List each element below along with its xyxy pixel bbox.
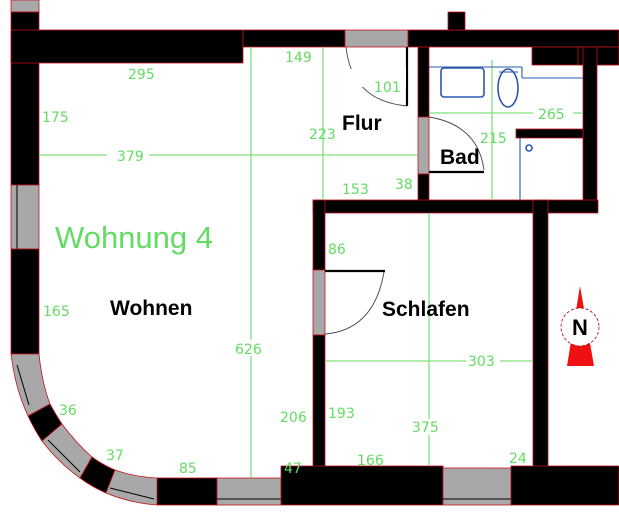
dim-schlafen-depth: 375 bbox=[412, 420, 439, 436]
room-labels: Wohnung 4 Wohnen Flur Bad Schlafen bbox=[55, 112, 480, 321]
shower-drain-icon bbox=[525, 144, 533, 152]
dim-flur-door-right: 101 bbox=[374, 80, 401, 96]
schlafen-door-swing bbox=[324, 271, 385, 335]
dim-schlafen-left-lower: 193 bbox=[328, 406, 355, 422]
dim-schlafen-width: 303 bbox=[468, 354, 495, 370]
dim-schlafen-bottom-left: 166 bbox=[357, 453, 384, 469]
flur-bad-wall-upper bbox=[417, 46, 430, 118]
dim-bad-width: 265 bbox=[538, 107, 565, 123]
flur-top-window bbox=[344, 29, 409, 48]
doors bbox=[324, 46, 485, 335]
curved-bay bbox=[10, 353, 158, 506]
wohnen-schlafen-wall-lower bbox=[312, 334, 326, 479]
dim-flur-bad-door-gap: 38 bbox=[395, 177, 413, 193]
room-label-wohnen: Wohnen bbox=[110, 297, 192, 320]
top-wall-mid bbox=[242, 29, 346, 48]
left-window bbox=[10, 184, 40, 250]
chimney-stub bbox=[447, 11, 466, 31]
top-wall-left bbox=[10, 29, 244, 64]
bottom-wall-right bbox=[510, 465, 619, 506]
schlafen-top-wall bbox=[312, 199, 599, 214]
room-label-bad: Bad bbox=[440, 146, 480, 169]
toilet-icon bbox=[497, 68, 519, 108]
dimension-lines bbox=[39, 47, 583, 478]
left-wall-lower bbox=[10, 248, 40, 355]
dim-wohnen-right-lower: 206 bbox=[280, 410, 307, 426]
room-label-flur: Flur bbox=[342, 112, 382, 135]
dim-wohnen-top-width: 295 bbox=[128, 67, 155, 83]
shower-wall bbox=[515, 128, 584, 139]
north-arrow-icon: N bbox=[560, 286, 600, 366]
dimension-labels: 295 175 379 165 626 36 37 85 47 206 149 … bbox=[42, 50, 573, 477]
bottom-wall-mid bbox=[280, 465, 444, 506]
dim-curve-window-1: 36 bbox=[59, 403, 77, 419]
dim-bottom-wall-left: 85 bbox=[179, 461, 197, 477]
wohnen-schlafen-wall-upper bbox=[312, 199, 326, 271]
flur-bad-wall-lower bbox=[417, 173, 430, 202]
room-label-schlafen: Schlafen bbox=[382, 298, 470, 321]
dim-curve-window-2: 37 bbox=[106, 448, 124, 464]
bad-right-wall bbox=[582, 46, 598, 213]
dim-schlafen-door-offset: 86 bbox=[328, 242, 346, 258]
dim-wohnen-left-upper: 175 bbox=[42, 110, 69, 126]
bad-door-frame bbox=[417, 116, 430, 175]
dim-bad-depth: 215 bbox=[480, 131, 507, 147]
dim-bottom-wall-right: 47 bbox=[284, 461, 302, 477]
walls bbox=[10, 0, 619, 506]
dim-flur-top: 149 bbox=[285, 50, 312, 66]
flur-door-swing bbox=[345, 46, 408, 107]
schlafen-right-wall bbox=[532, 199, 549, 481]
bay-window-1 bbox=[10, 353, 51, 417]
dim-flur-bottom: 153 bbox=[342, 182, 369, 198]
bottom-window-wohnen bbox=[216, 477, 282, 506]
apartment-title: Wohnung 4 bbox=[55, 220, 213, 255]
dim-schlafen-bottom-right: 24 bbox=[509, 451, 527, 467]
bathroom-fixtures bbox=[429, 66, 584, 200]
dim-wohnen-left-lower: 165 bbox=[43, 304, 70, 320]
bay-window-3 bbox=[105, 469, 158, 506]
dim-wohnen-depth: 626 bbox=[235, 342, 262, 358]
north-label: N bbox=[572, 315, 588, 340]
sink-icon bbox=[440, 67, 485, 98]
dim-wohnen-width: 379 bbox=[117, 149, 144, 165]
dim-flur-depth: 223 bbox=[309, 127, 336, 143]
bad-door-swing bbox=[428, 116, 485, 171]
bottom-wall-left bbox=[156, 477, 218, 506]
top-left-window-stub bbox=[10, 0, 40, 13]
top-wall-right bbox=[407, 29, 619, 48]
schlafen-door-frame bbox=[312, 269, 326, 336]
